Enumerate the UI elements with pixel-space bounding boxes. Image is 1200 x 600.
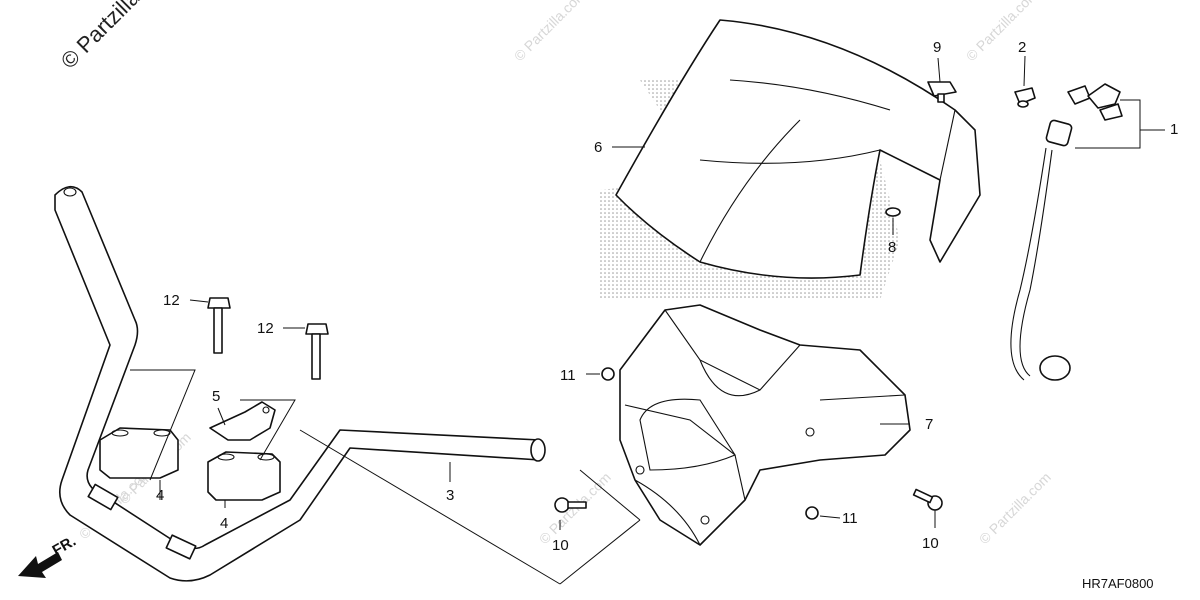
callout-5: 5 xyxy=(212,388,220,405)
callout-6: 6 xyxy=(594,139,602,156)
watermark-repeat: © Partzilla.com xyxy=(976,469,1054,547)
watermark-corner: © Partzilla.com xyxy=(56,0,179,74)
ignition-switch-assembly xyxy=(1010,83,1123,381)
bolt-12-left xyxy=(207,297,231,354)
nut-2 xyxy=(1014,87,1036,108)
callout-11: 11 xyxy=(842,510,858,527)
bolt-10-right xyxy=(912,488,943,511)
watermark-repeat: © Partzilla.com xyxy=(963,0,1041,64)
callout-7: 7 xyxy=(925,416,933,433)
callout-8: 8 xyxy=(888,239,896,256)
callout-1: 1 xyxy=(1170,121,1178,138)
clip-9 xyxy=(927,81,957,103)
callout-4: 4 xyxy=(156,487,164,504)
callout-9: 9 xyxy=(933,39,941,56)
handlebar-upper-cover xyxy=(615,19,981,279)
handlebar-pipe xyxy=(54,185,546,582)
handlebar-holder-upper-left xyxy=(99,427,179,479)
callouts: 1 2 3 4 4 5 6 7 8 9 10 10 11 11 12 12 xyxy=(156,39,1178,554)
screw-11-left xyxy=(601,367,615,381)
harness-clamp-bracket xyxy=(209,401,276,441)
bolt-10-left xyxy=(554,497,587,513)
callout-11: 11 xyxy=(560,367,576,384)
callout-12: 12 xyxy=(163,292,180,309)
arrow-icon xyxy=(18,552,62,578)
screw-11-right xyxy=(805,506,819,520)
clip-8 xyxy=(885,207,901,217)
handlebar-holder-upper-right xyxy=(207,451,281,501)
leader-lines xyxy=(130,55,1165,585)
callout-4: 4 xyxy=(220,515,228,532)
front-direction-indicator: FR. xyxy=(18,533,79,578)
watermark-repeat: © Partzilla.com xyxy=(511,0,589,64)
callout-10: 10 xyxy=(922,535,939,552)
callout-12: 12 xyxy=(257,320,274,337)
callout-10: 10 xyxy=(552,537,569,554)
handlebar-lower-cover xyxy=(619,304,911,546)
diagram-code: HR7AF0800 xyxy=(1082,576,1154,591)
bolt-12-right xyxy=(305,323,329,380)
callout-3: 3 xyxy=(446,487,454,504)
callout-2: 2 xyxy=(1018,39,1026,56)
